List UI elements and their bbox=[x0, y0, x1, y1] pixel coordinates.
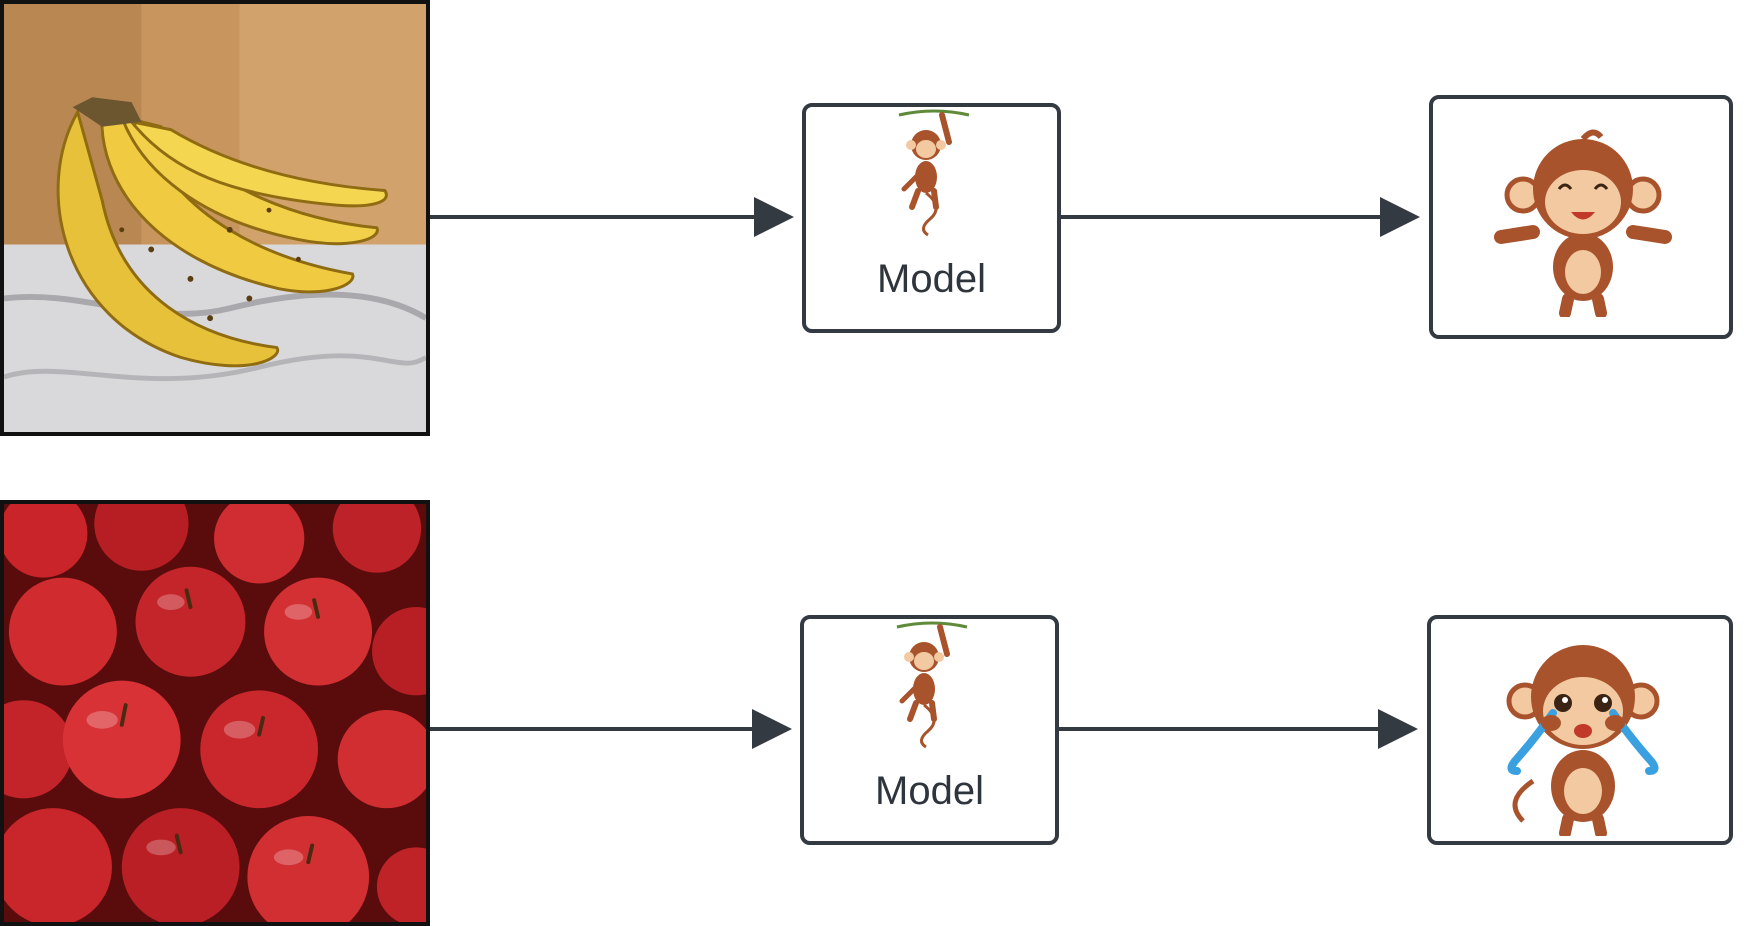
apple-cluster bbox=[4, 504, 426, 922]
hanging-monkey-icon bbox=[892, 619, 972, 749]
output-box-1 bbox=[1429, 95, 1733, 339]
model-label: Model bbox=[875, 769, 984, 813]
banana-photo bbox=[0, 0, 430, 436]
model-box-2: Model bbox=[800, 615, 1059, 845]
hanging-monkey-icon bbox=[894, 107, 974, 237]
banana-bunch bbox=[56, 97, 388, 368]
happy-monkey-icon bbox=[1493, 127, 1673, 319]
apples-photo bbox=[0, 500, 430, 926]
output-box-2 bbox=[1427, 615, 1733, 845]
model-box-1: Model bbox=[802, 103, 1061, 333]
crying-monkey-icon bbox=[1493, 631, 1673, 839]
model-label: Model bbox=[877, 257, 986, 301]
